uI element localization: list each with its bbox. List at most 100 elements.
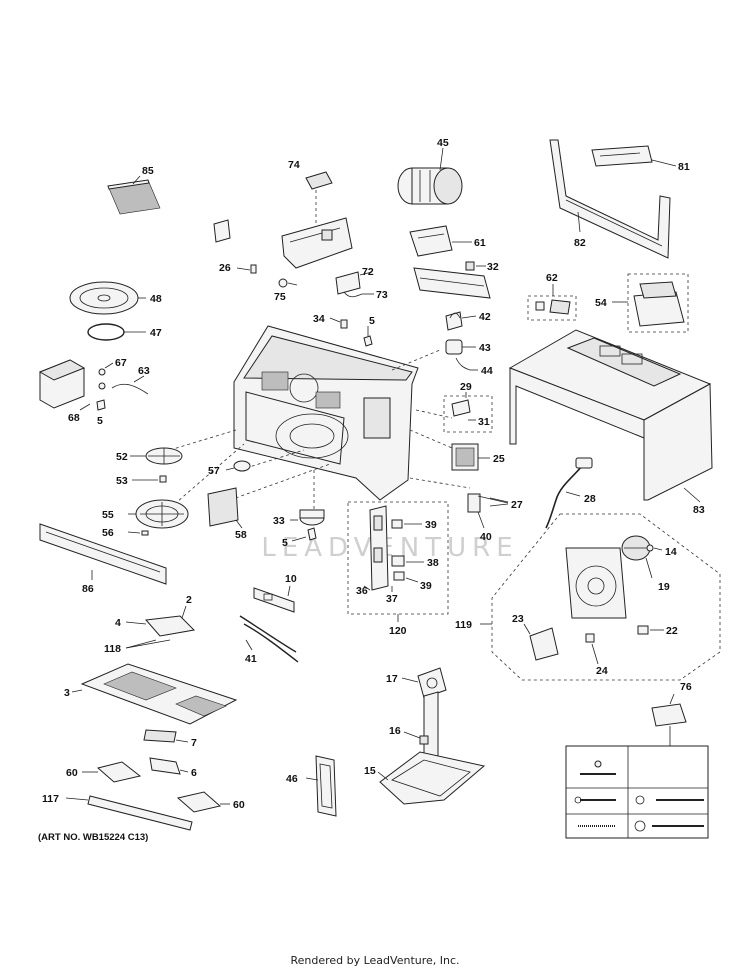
part-60-filter-left[interactable]: [96, 761, 142, 783]
main-cavity[interactable]: [233, 325, 419, 501]
part-23-motor-bracket[interactable]: [529, 627, 559, 661]
label-75[interactable]: 75: [274, 291, 286, 303]
part-57-coupler[interactable]: [233, 460, 251, 472]
label-5-top[interactable]: 5: [369, 315, 375, 327]
part-41-harness[interactable]: [239, 615, 299, 663]
label-83[interactable]: 83: [693, 504, 705, 516]
part-73-wire[interactable]: [343, 291, 363, 298]
label-31[interactable]: 31: [478, 416, 490, 428]
part-38-switch[interactable]: [391, 555, 405, 567]
part-75-grommet[interactable]: [278, 278, 288, 288]
label-120[interactable]: 120: [389, 625, 407, 637]
part-47-roller-ring[interactable]: [87, 323, 125, 341]
label-2[interactable]: 2: [186, 594, 192, 606]
part-36-switch-holder[interactable]: [369, 505, 389, 591]
label-4[interactable]: 4: [115, 617, 121, 629]
label-15[interactable]: 15: [364, 765, 376, 777]
part-42-bracket[interactable]: [445, 311, 463, 331]
part-58-mica-cover[interactable]: [207, 487, 239, 527]
part-fan-blade[interactable]: [621, 535, 651, 561]
part-55-stirrer-blade[interactable]: [135, 499, 189, 529]
label-45[interactable]: 45: [437, 137, 449, 149]
part-5-screw-top[interactable]: [363, 335, 373, 347]
label-42[interactable]: 42: [479, 311, 491, 323]
part-17-motor[interactable]: [417, 667, 447, 699]
part-24-screw[interactable]: [585, 633, 595, 643]
label-74[interactable]: 74: [288, 159, 300, 171]
part-15-base[interactable]: [379, 751, 486, 805]
part-82-mounting-plate[interactable]: [549, 139, 671, 259]
label-55[interactable]: 55: [102, 509, 114, 521]
label-5-left[interactable]: 5: [97, 415, 103, 427]
label-73[interactable]: 73: [376, 289, 388, 301]
label-29[interactable]: 29: [460, 381, 472, 393]
label-22[interactable]: 22: [666, 625, 678, 637]
part-76-label[interactable]: [651, 703, 687, 727]
label-86[interactable]: 86: [82, 583, 94, 595]
label-27[interactable]: 27: [511, 499, 523, 511]
label-36[interactable]: 36: [356, 585, 368, 597]
label-5-bottom[interactable]: 5: [282, 537, 288, 549]
label-6[interactable]: 6: [191, 767, 197, 779]
label-43[interactable]: 43: [479, 342, 491, 354]
part-40-thermal-cutoff[interactable]: [467, 493, 481, 513]
label-16[interactable]: 16: [389, 725, 401, 737]
label-23[interactable]: 23: [512, 613, 524, 625]
label-38[interactable]: 38: [427, 557, 439, 569]
part-22-clip[interactable]: [637, 625, 649, 635]
part-44-diode[interactable]: [455, 357, 471, 371]
label-47[interactable]: 47: [150, 327, 162, 339]
part-74-panel[interactable]: [305, 171, 333, 190]
label-60-right[interactable]: 60: [233, 799, 245, 811]
part-85-grease-filter[interactable]: [107, 179, 161, 215]
part-32-exhaust-duct[interactable]: [413, 267, 491, 299]
label-46[interactable]: 46: [286, 773, 298, 785]
part-83-outer-case[interactable]: [508, 329, 713, 501]
part-6-lamp-holder[interactable]: [149, 757, 181, 775]
part-14-nut[interactable]: [646, 544, 654, 552]
part-46-frame[interactable]: [315, 755, 337, 817]
label-17[interactable]: 17: [386, 673, 398, 685]
part-60-filter-right[interactable]: [176, 791, 222, 813]
label-24[interactable]: 24: [596, 665, 608, 677]
part-54-vent-grille[interactable]: [633, 281, 685, 327]
part-56-pin[interactable]: [141, 530, 149, 536]
part-43-capacitor[interactable]: [445, 339, 463, 355]
part-19-fan-motor-assy[interactable]: [565, 547, 627, 619]
label-58[interactable]: 58: [235, 529, 247, 541]
part-86-front-trim[interactable]: [39, 523, 167, 585]
label-53[interactable]: 53: [116, 475, 128, 487]
label-41[interactable]: 41: [245, 653, 257, 665]
part-5-screw-bottom[interactable]: [307, 527, 317, 541]
part-7-lens[interactable]: [143, 729, 177, 743]
label-14[interactable]: 14: [665, 546, 677, 558]
label-33[interactable]: 33: [273, 515, 285, 527]
label-34[interactable]: 34: [313, 313, 325, 325]
part-81-top-plate[interactable]: [591, 145, 653, 167]
label-82[interactable]: 82: [574, 237, 586, 249]
label-81[interactable]: 81: [678, 161, 690, 173]
label-61[interactable]: 61: [474, 237, 486, 249]
part-33-turntable-motor[interactable]: [299, 509, 325, 526]
label-48[interactable]: 48: [150, 293, 162, 305]
label-76[interactable]: 76: [680, 681, 692, 693]
part-62-clip[interactable]: [535, 299, 571, 315]
label-54[interactable]: 54: [595, 297, 607, 309]
label-52[interactable]: 52: [116, 451, 128, 463]
label-62[interactable]: 62: [546, 272, 558, 284]
part-39-switch-upper[interactable]: [391, 519, 403, 529]
part-25-transformer[interactable]: [451, 443, 479, 471]
part-48-glass-tray[interactable]: [69, 281, 139, 315]
label-60-left[interactable]: 60: [66, 767, 78, 779]
label-7[interactable]: 7: [191, 737, 197, 749]
part-29-fuse-holder[interactable]: [451, 399, 471, 417]
label-72[interactable]: 72: [362, 266, 374, 278]
label-118[interactable]: 118: [104, 643, 121, 655]
part-small-clip[interactable]: [213, 219, 231, 243]
label-10[interactable]: 10: [285, 573, 297, 585]
part-4-bracket[interactable]: [144, 615, 196, 637]
part-72-bracket[interactable]: [335, 271, 361, 295]
label-19[interactable]: 19: [658, 581, 670, 593]
label-56[interactable]: 56: [102, 527, 114, 539]
part-5-screw-left[interactable]: [96, 399, 106, 411]
